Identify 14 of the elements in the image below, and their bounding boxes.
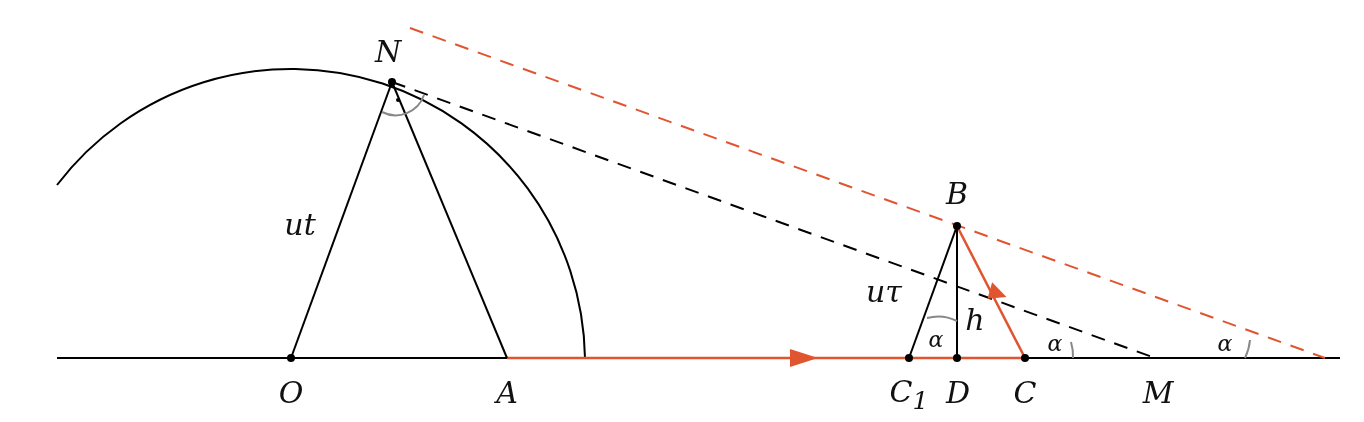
- angle-label: α: [1217, 333, 1233, 355]
- point-label: O: [278, 378, 304, 408]
- angle-label: α: [1047, 333, 1063, 355]
- point-label: N: [374, 37, 402, 67]
- point-label: A: [496, 378, 518, 408]
- point-label: M: [1142, 378, 1174, 408]
- point-label: D: [945, 378, 971, 408]
- point-label: B: [946, 179, 968, 209]
- point-label: C$_{1}$: [889, 377, 929, 413]
- length-label: ut: [284, 210, 316, 240]
- length-label: h: [965, 305, 985, 335]
- point-label: C: [1013, 378, 1037, 408]
- angle-label: α: [928, 329, 944, 351]
- length-label: uτ: [866, 277, 902, 307]
